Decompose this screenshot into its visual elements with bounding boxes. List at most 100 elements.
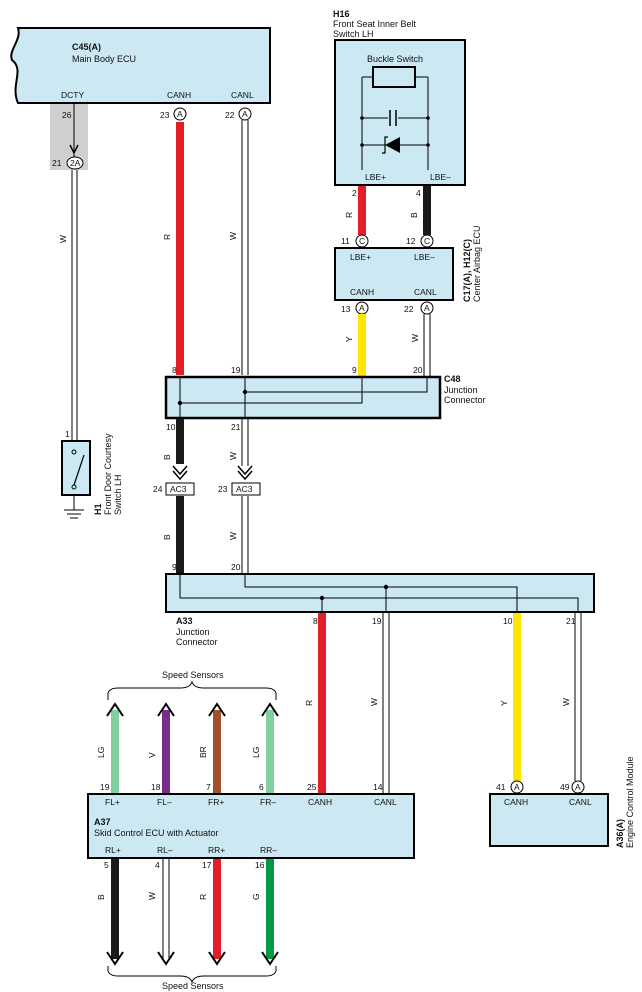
wire-w-a33-color: W <box>369 698 379 706</box>
c45-conn-a-canh <box>173 107 187 121</box>
a37-name: Skid Control ECU with Actuator <box>94 828 219 838</box>
h16-pin-lbe-plus: LBE+ <box>365 172 386 182</box>
c45-pin-dcty: DCTY <box>61 90 84 100</box>
ac3-box-1 <box>165 482 195 496</box>
ac3-num-23: 23 <box>218 484 228 494</box>
c48-num-19: 19 <box>231 365 241 375</box>
c45-id: C45(A) <box>72 42 101 52</box>
c48-num-9: 9 <box>352 365 357 375</box>
a33-num-19: 19 <box>372 616 382 626</box>
c17-conn-a-1-label: A <box>359 303 365 313</box>
a37-top-num-0: 19 <box>100 782 110 792</box>
a37-bottom-num-2: 17 <box>202 860 212 870</box>
a33-num-8: 8 <box>313 616 318 626</box>
wire-red-a33 <box>318 613 326 793</box>
chevron-down-icon <box>172 465 188 476</box>
chevron-up-icon <box>106 702 124 717</box>
wire-bottom-color-3: G <box>251 893 261 900</box>
wire-black-ac3-color: B <box>162 534 172 540</box>
c48-num-21: 21 <box>231 422 241 432</box>
h16-num-4: 4 <box>416 188 421 198</box>
wire-yellow-c17-color: Y <box>344 336 354 342</box>
c48-box <box>164 375 442 420</box>
c17-conn-a-2 <box>420 301 434 315</box>
a37-bottom-num-0: 5 <box>104 860 109 870</box>
ac3-num-24: 24 <box>153 484 163 494</box>
c45-conn-a-canl-label: A <box>242 109 248 119</box>
h16-name-2: Switch LH <box>333 29 374 39</box>
wire-top-color-3: LG <box>251 747 261 758</box>
wire-top-color-2: BR <box>198 746 208 758</box>
chevron-up-icon <box>157 702 175 717</box>
h16-belt-switch: H16 Front Seat Inner Belt Switch LH Buck… <box>333 9 466 186</box>
chevron-down-icon <box>208 951 226 966</box>
chevron-down-icon <box>237 465 253 476</box>
wire-g-rr-minus <box>266 859 274 959</box>
chevron-up-icon <box>261 702 279 717</box>
wire-yellow-c17 <box>358 314 366 376</box>
c45-main-body-ecu: C45(A) Main Body ECU DCTY CANH CANL <box>10 27 271 104</box>
h1-name-1: Front Door Courtesy <box>103 433 113 515</box>
c45-box <box>10 27 271 104</box>
c17-id: C17(A), H12(C) <box>462 239 472 302</box>
a33-name-2: Connector <box>176 637 218 647</box>
wire-b-rl-plus <box>111 859 119 959</box>
c17-pin-canh: CANH <box>350 287 374 297</box>
a37-bottom-pin-2: RR+ <box>208 845 225 855</box>
wire-yellow-a33-color: Y <box>499 700 509 706</box>
wire-black-c48-color: B <box>162 454 172 460</box>
c48-id: C48 <box>444 374 461 384</box>
c17-pin-lbe-plus: LBE+ <box>350 252 371 262</box>
a33-num-20: 20 <box>231 562 241 572</box>
c17-num-22: 22 <box>404 304 414 314</box>
a36-id: A36(A) <box>615 819 625 848</box>
a36-pin-canh: CANH <box>504 797 528 807</box>
a37-top-num-4: 25 <box>307 782 317 792</box>
c48-num-20: 20 <box>413 365 423 375</box>
a37-top-num-5: 14 <box>373 782 383 792</box>
c45-name: Main Body ECU <box>72 54 136 64</box>
c17-conn-c-1-label: C <box>359 236 365 246</box>
a37-top-pin-0: FL+ <box>105 797 120 807</box>
wire-red-a33-color: R <box>304 700 314 706</box>
c17-name: Center Airbag ECU <box>472 225 482 302</box>
a33-name-1: Junction <box>176 627 210 637</box>
a33-num-10: 10 <box>503 616 513 626</box>
c17-num-13: 13 <box>341 304 351 314</box>
a36-conn-a-1-label: A <box>514 782 520 792</box>
wire-red-canh-color: R <box>162 234 172 240</box>
wire-black-lbe <box>423 186 431 235</box>
a36-num-49: 49 <box>560 782 570 792</box>
h16-id: H16 <box>333 9 350 19</box>
c48-junction-connector: 8 19 9 20 C48 Junction Connector 10 21 <box>164 365 486 432</box>
wire-w-canl-color: W <box>228 232 238 240</box>
h16-name-1: Front Seat Inner Belt <box>333 19 417 29</box>
h1-name-2: Switch LH <box>113 474 123 515</box>
wire-w-c48-color: W <box>228 452 238 460</box>
a37-top-num-3: 6 <box>259 782 264 792</box>
speed-sensors-top-brace <box>107 680 277 700</box>
h16-pin-lbe-minus: LBE– <box>430 172 451 182</box>
wire-dcty: W <box>58 104 78 440</box>
c45-pin-canh: CANH <box>167 90 191 100</box>
wire-bottom-color-0: B <box>96 894 106 900</box>
a37-bottom-pin-3: RR– <box>260 845 277 855</box>
a37-bottom-pin-0: RL+ <box>105 845 121 855</box>
a37-top-pin-2: FR+ <box>208 797 224 807</box>
a37-top-pin-5: CANL <box>374 797 397 807</box>
a33-junction-connector: 9 20 A33 Junction Connector 8 19 10 21 <box>165 562 595 647</box>
wire-yellow-a33 <box>513 613 521 781</box>
chevron-down-icon <box>106 951 124 966</box>
ac3-label-2: AC3 <box>236 484 253 494</box>
h16-num-2: 2 <box>352 188 357 198</box>
wire-w-ac3-color: W <box>228 532 238 540</box>
c45-num-23: 23 <box>160 110 170 120</box>
c17-pin-canl: CANL <box>414 287 437 297</box>
wire-r-rr-plus <box>213 859 221 959</box>
c17-pin-lbe-minus: LBE– <box>414 252 435 262</box>
wire-red-lbe <box>358 186 366 235</box>
a37-skid-control-ecu: 19 18 7 6 25 14 FL+ FL– FR+ FR– CANH CAN… <box>87 782 415 870</box>
a33-id: A33 <box>176 616 193 626</box>
a33-num-21: 21 <box>566 616 576 626</box>
